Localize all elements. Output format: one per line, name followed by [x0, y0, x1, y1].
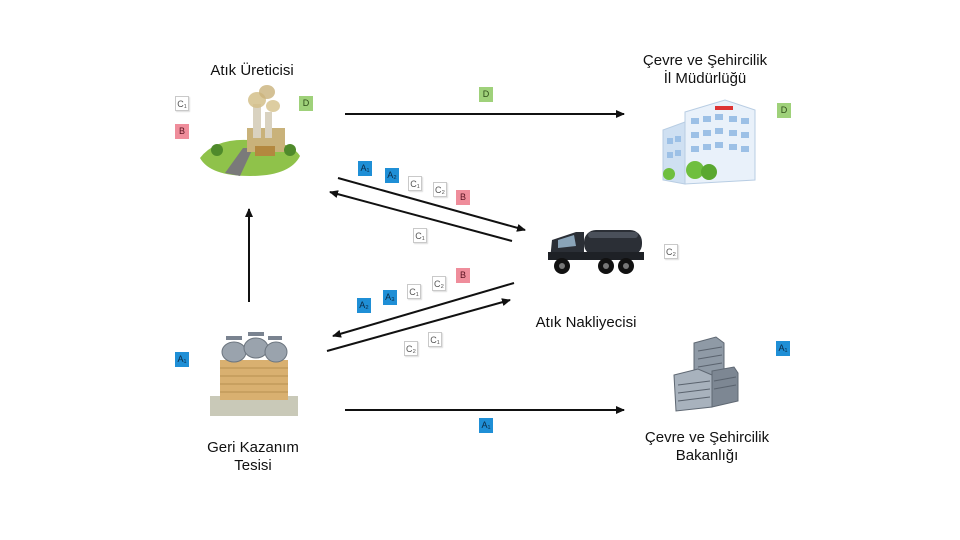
directorate-building-illustration	[662, 99, 756, 185]
provincial-directorate-label-line2: İl Müdürlüğü	[663, 70, 747, 87]
arrow-carrier-to-facility	[332, 282, 515, 338]
tag-producer-d: D	[299, 96, 313, 111]
tag-lower-c2: C₂	[432, 276, 446, 291]
tag-lower-return-c2: C₂	[404, 341, 418, 356]
tag-lower-return-c1: C₁	[428, 332, 442, 347]
tanker-truck-illustration	[548, 230, 644, 274]
waste-carrier-label: Atık Nakliyecisi	[535, 314, 637, 331]
tag-carrier-c2: C₂	[664, 244, 678, 259]
tag-upper-c2: C₂	[433, 182, 447, 197]
tag-lower-a3: A₃	[383, 290, 397, 305]
tag-directorate-d: D	[777, 103, 791, 118]
ministry-label-line1: Çevre ve Şehircilik	[644, 429, 770, 446]
tag-producer-b: B	[175, 124, 189, 139]
tag-arrow-a1: A₁	[479, 418, 493, 433]
recovery-facility-label-line1: Geri Kazanım	[207, 439, 299, 456]
tag-producer-c1: C₁	[175, 96, 189, 111]
ministry-label-line2: Bakanlığı	[675, 447, 739, 464]
tag-upper-a1: A₁	[358, 161, 372, 176]
ministry-building-illustration	[673, 336, 739, 412]
recovery-facility-label: Geri Kazanım Tesisi	[178, 439, 328, 475]
tag-upper-a2: A₂	[385, 168, 399, 183]
factory-illustration	[200, 85, 300, 176]
tag-arrow-d: D	[479, 87, 493, 102]
tag-lower-a2: A₂	[357, 298, 371, 313]
waste-producer-label: Atık Üreticisi	[210, 62, 294, 79]
tag-upper-return-c1: C₁	[413, 228, 427, 243]
arrow-carrier-to-producer	[329, 190, 513, 242]
tag-upper-b: B	[456, 190, 470, 205]
tag-lower-b: B	[456, 268, 470, 283]
tag-upper-c1: C₁	[408, 176, 422, 191]
arrow-producer-to-carrier	[337, 177, 526, 232]
arrow-facility-to-carrier	[326, 298, 511, 352]
tag-lower-c1: C₁	[407, 284, 421, 299]
tag-facility-a1: A₁	[175, 352, 189, 367]
provincial-directorate-label-line1: Çevre ve Şehircilik	[642, 52, 768, 69]
tag-ministry-a1: A₁	[776, 341, 790, 356]
ministry-label: Çevre ve Şehircilik Bakanlığı	[612, 429, 802, 465]
provincial-directorate-label: Çevre ve Şehircilik İl Müdürlüğü	[610, 52, 800, 88]
recovery-facility-illustration	[210, 332, 298, 416]
recovery-facility-label-line2: Tesisi	[234, 457, 272, 474]
